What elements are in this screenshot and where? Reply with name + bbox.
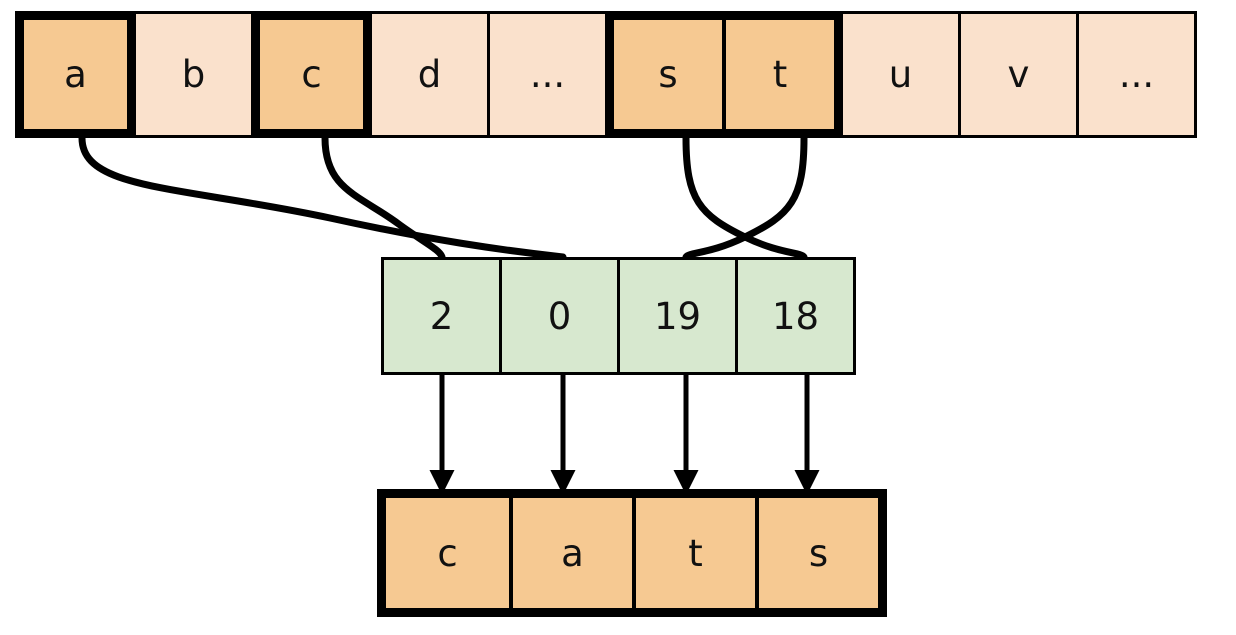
output-cell-label: a [561, 531, 584, 575]
alphabet-cell-s[interactable]: s [605, 11, 726, 138]
alphabet-cell-label: t [772, 53, 788, 96]
output-cell-label: t [688, 531, 703, 575]
curve-t-to-index-2 [682, 134, 808, 261]
index-cell-value: 19 [653, 294, 702, 338]
alphabet-cell-label: s [658, 53, 678, 96]
output-cell-label: c [437, 531, 458, 575]
output-cell-1[interactable]: a [509, 498, 632, 608]
output-cell-2[interactable]: t [632, 498, 755, 608]
alphabet-cell-c[interactable]: c [251, 11, 372, 138]
curve-s-to-index-3 [682, 134, 808, 261]
curve-a-to-index-0 [78, 134, 567, 261]
alphabet-cell-label: a [64, 53, 87, 96]
alphabet-cell-label: v [1007, 53, 1030, 96]
alphabet-cell-u[interactable]: u [840, 11, 961, 138]
alphabet-cell-label: b [181, 53, 206, 96]
alphabet-cell-ellipsis-2[interactable]: ... [1076, 11, 1197, 138]
curve-c-to-index-2 [321, 134, 446, 261]
output-word: c a t s [377, 489, 887, 617]
index-cell-value: 2 [429, 294, 454, 338]
index-cell-1[interactable]: 0 [499, 257, 620, 375]
alphabet-cell-v[interactable]: v [958, 11, 1079, 138]
alphabet-cell-label: ... [529, 53, 566, 96]
output-cell-0[interactable]: c [386, 498, 509, 608]
index-cell-2[interactable]: 19 [617, 257, 738, 375]
alphabet-cell-label: d [417, 53, 442, 96]
alphabet-cell-b[interactable]: b [133, 11, 254, 138]
alphabet-cell-t[interactable]: t [722, 11, 843, 138]
alphabet-cell-label: ... [1118, 53, 1155, 96]
index-cell-value: 0 [547, 294, 572, 338]
output-cell-label: s [808, 531, 829, 575]
alphabet-cell-d[interactable]: d [369, 11, 490, 138]
alphabet-cell-ellipsis-1[interactable]: ... [487, 11, 608, 138]
index-cell-value: 18 [771, 294, 820, 338]
alphabet-strip: a b c d ... s t u v ... [15, 11, 1197, 138]
output-cell-3[interactable]: s [755, 498, 878, 608]
alphabet-cell-a[interactable]: a [15, 11, 136, 138]
alphabet-cell-label: u [888, 53, 913, 96]
alphabet-cell-label: c [301, 53, 322, 96]
index-array: 2 0 19 18 [381, 257, 856, 375]
index-cell-3[interactable]: 18 [735, 257, 856, 375]
index-cell-0[interactable]: 2 [381, 257, 502, 375]
